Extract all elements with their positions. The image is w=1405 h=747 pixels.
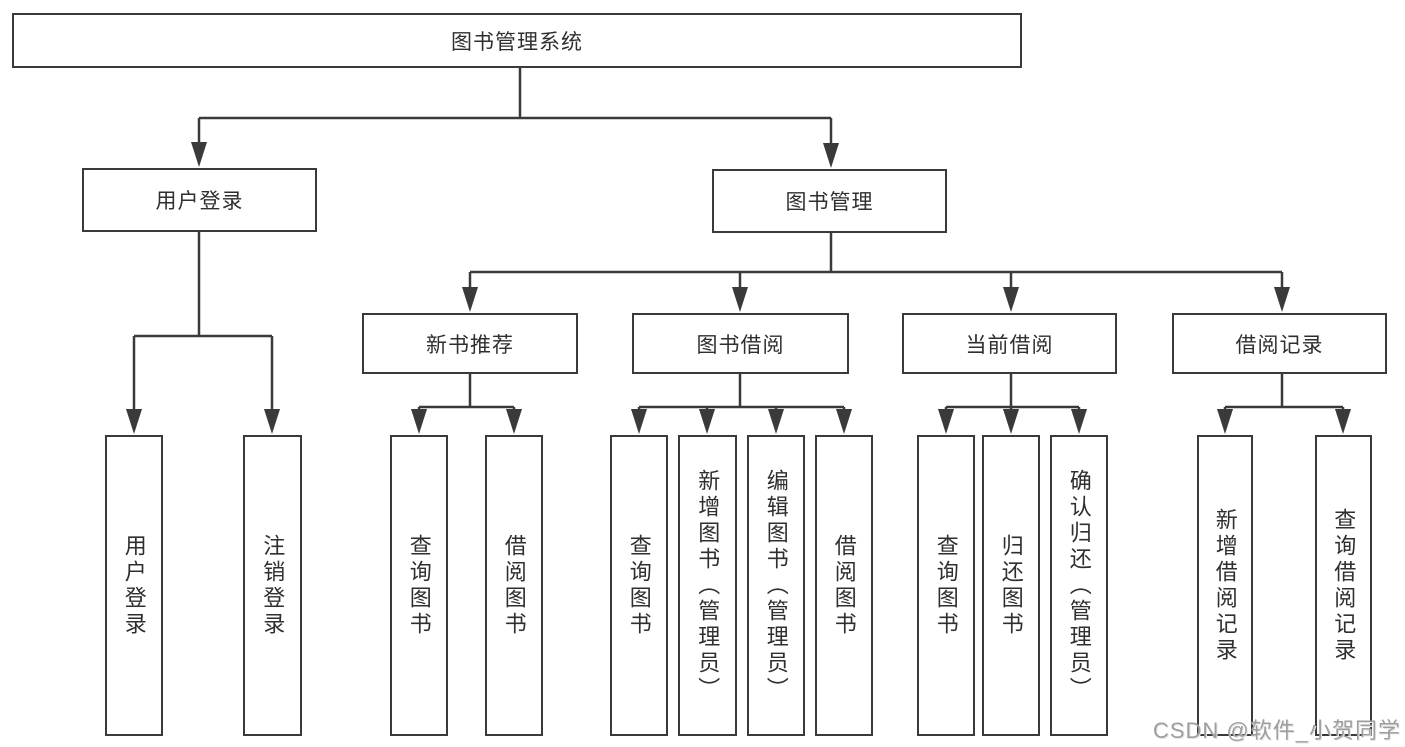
csdn-watermark: CSDN @软件_小贺同学 (1152, 718, 1401, 743)
node-user-login-label: 用户登录 (155, 190, 244, 213)
arrowhead-down-icon (462, 287, 478, 312)
arrowhead-down-icon (1217, 409, 1233, 434)
node-leaf-query-borrow-rec-label: 查询借阅记录 (1331, 507, 1357, 664)
node-user-login: 用户登录 (82, 168, 317, 232)
node-leaf-user-login: 用户登录 (105, 435, 163, 736)
node-leaf-add-book-admin: 新增图书（管理员） (678, 435, 737, 736)
node-book-borrow-label: 图书借阅 (696, 333, 785, 357)
arrowhead-down-icon (506, 409, 522, 434)
arrowhead-down-icon (1003, 287, 1019, 312)
node-leaf-query-book-3-label: 查询图书 (933, 533, 959, 638)
arrowhead-down-icon (1335, 409, 1351, 434)
arrowhead-down-icon (631, 409, 647, 434)
arrowhead-down-icon (264, 409, 280, 434)
node-leaf-borrow-book-1-label: 借阅图书 (501, 533, 527, 638)
node-leaf-query-book-1: 查询图书 (390, 435, 448, 736)
node-leaf-query-borrow-rec: 查询借阅记录 (1315, 435, 1372, 736)
arrowhead-down-icon (768, 409, 784, 434)
node-borrow-record: 借阅记录 (1172, 313, 1387, 374)
arrowhead-down-icon (191, 142, 207, 167)
node-new-book-recommend-label: 新书推荐 (426, 333, 514, 357)
node-current-borrow: 当前借阅 (902, 313, 1117, 374)
arrowhead-down-icon (836, 409, 852, 434)
node-leaf-confirm-return-label: 确认归还（管理员） (1066, 468, 1092, 703)
arrowhead-down-icon (1003, 409, 1019, 434)
arrowhead-down-icon (699, 409, 715, 434)
arrowhead-down-icon (823, 143, 839, 168)
node-leaf-edit-book-admin-label: 编辑图书（管理员） (763, 468, 789, 703)
node-borrow-record-label: 借阅记录 (1235, 333, 1324, 357)
arrowhead-down-icon (126, 409, 142, 434)
node-leaf-logout: 注销登录 (243, 435, 302, 736)
node-leaf-add-borrow-rec-label: 新增借阅记录 (1212, 507, 1238, 664)
arrowhead-down-icon (411, 409, 427, 434)
node-leaf-return-book-label: 归还图书 (998, 533, 1024, 638)
node-leaf-borrow-book-2-label: 借阅图书 (831, 533, 857, 638)
node-root-label: 图书管理系统 (451, 30, 583, 54)
arrowhead-down-icon (1071, 409, 1087, 434)
arrowhead-down-icon (1274, 287, 1290, 312)
arrowhead-down-icon (732, 287, 748, 312)
node-leaf-add-borrow-rec: 新增借阅记录 (1197, 435, 1253, 736)
node-leaf-confirm-return: 确认归还（管理员） (1050, 435, 1108, 736)
node-root: 图书管理系统 (12, 13, 1022, 68)
node-leaf-edit-book-admin: 编辑图书（管理员） (747, 435, 805, 736)
node-book-management-label: 图书管理 (785, 191, 874, 214)
node-leaf-borrow-book-1: 借阅图书 (485, 435, 543, 736)
node-current-borrow-label: 当前借阅 (965, 333, 1054, 357)
arrowhead-down-icon (938, 409, 954, 434)
node-leaf-return-book: 归还图书 (982, 435, 1040, 736)
node-leaf-borrow-book-2: 借阅图书 (815, 435, 873, 736)
node-leaf-query-book-2-label: 查询图书 (626, 533, 652, 638)
node-leaf-user-login-label: 用户登录 (121, 533, 147, 638)
node-new-book-recommend: 新书推荐 (362, 313, 578, 374)
node-leaf-add-book-admin-label: 新增图书（管理员） (695, 468, 721, 703)
node-book-borrow: 图书借阅 (632, 313, 849, 374)
node-leaf-query-book-3: 查询图书 (917, 435, 975, 736)
node-book-management: 图书管理 (712, 169, 947, 233)
node-leaf-query-book-1-label: 查询图书 (406, 533, 432, 638)
node-leaf-query-book-2: 查询图书 (610, 435, 668, 736)
node-leaf-logout-label: 注销登录 (260, 533, 286, 638)
